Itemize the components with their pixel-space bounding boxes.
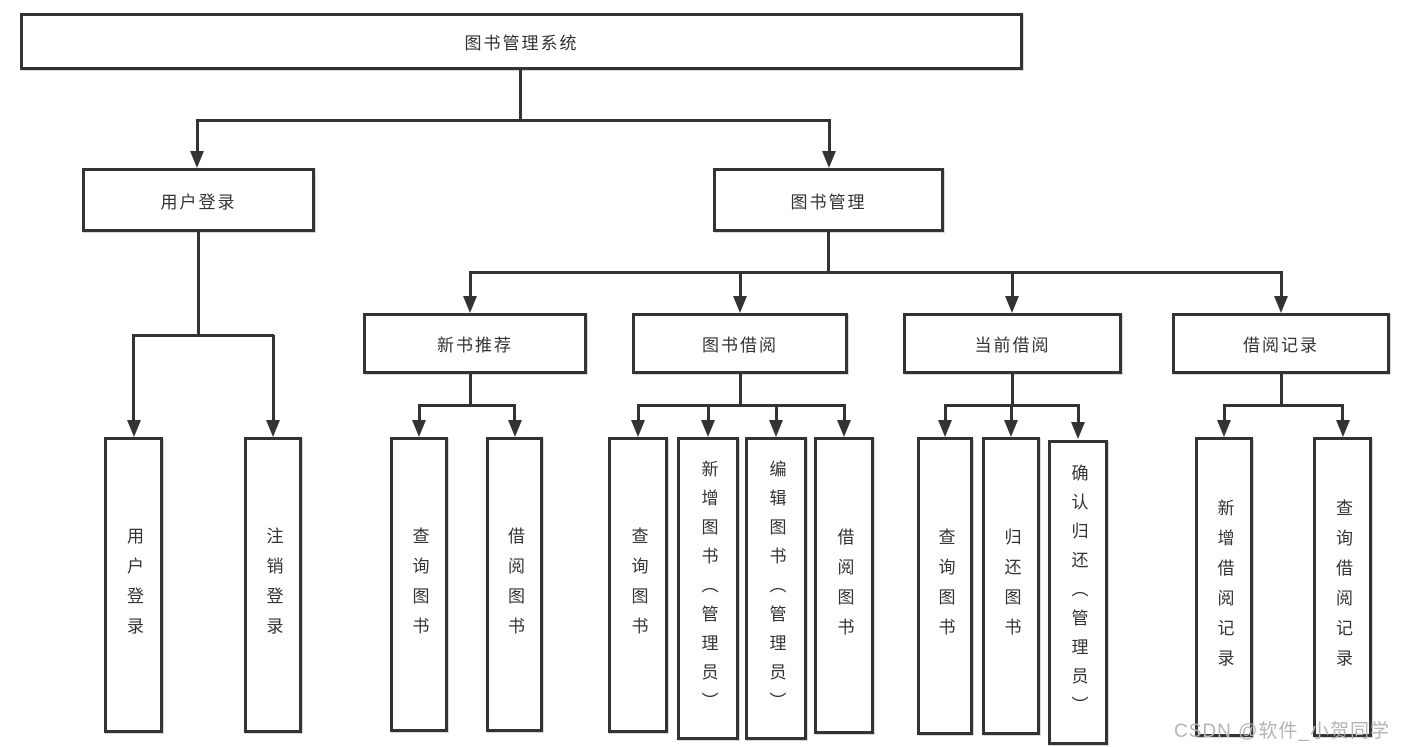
leaf-query-books: 查询图书 (390, 437, 448, 732)
connector-leaf-shaft (1222, 405, 1226, 423)
arrow-to-leaf (1004, 420, 1018, 437)
leaf-query-books: 查询图书 (608, 437, 668, 733)
node-library-system: 图书管理系统 (20, 13, 1023, 70)
connector-section-shaft (1279, 272, 1283, 298)
connector-leaf-shaft (417, 405, 421, 423)
node-user-login: 用户登录 (82, 168, 315, 232)
leaf-add-borrow-record: 新增借阅记录 (1195, 437, 1253, 737)
connector-section-stem (1010, 374, 1014, 407)
leaf-query-books: 查询图书 (917, 437, 973, 735)
connector-user-login-shaft (195, 120, 199, 153)
arrow-to-leaf (701, 420, 715, 437)
connector-root-stem (519, 70, 522, 121)
connector-section-shaft (738, 272, 742, 298)
arrow-to-leaf (507, 420, 522, 437)
connector-section-bar (636, 404, 846, 407)
arrow-to-leaf (1335, 420, 1350, 437)
leaf-return-books: 归还图书 (982, 437, 1040, 735)
connector-section-bar (417, 404, 516, 407)
leaf-confirm-return-admin: 确认归还（管理员） (1048, 440, 1108, 745)
node-new-book-recommend: 新书推荐 (363, 313, 587, 374)
connector-leaf-shaft (271, 335, 275, 422)
arrow-to-leaf (769, 420, 783, 437)
leaf-edit-books-admin: 编辑图书（管理员） (745, 437, 807, 740)
connector-leaf-shaft (513, 405, 516, 423)
node-book-management: 图书管理 (713, 168, 944, 232)
leaf-query-borrow-record: 查询借阅记录 (1313, 437, 1372, 737)
leaf-logout: 注销登录 (244, 437, 302, 733)
arrow-to-leaf (1071, 422, 1085, 439)
arrow-to-leaf (837, 420, 851, 437)
connector-book-management-stem (827, 232, 830, 274)
arrow-to-borrow-records (1274, 296, 1288, 313)
node-current-borrow: 当前借阅 (903, 313, 1122, 374)
connector-section-stem (468, 374, 472, 407)
connector-leaf-shaft (1076, 405, 1080, 423)
connector-user-login-stem (197, 232, 200, 337)
connector-section-shaft (1010, 272, 1014, 298)
arrow-to-leaf (631, 420, 645, 437)
connector-leaf-shaft (706, 405, 710, 423)
csdn-watermark: CSDN @软件_小贺同学 (1174, 721, 1390, 742)
connector-leaf-shaft (132, 335, 135, 422)
connector-section-shaft (468, 272, 472, 298)
connector-user-login-bar (132, 334, 274, 337)
arrow-to-leaf (938, 420, 952, 437)
arrow-to-leaf (1217, 420, 1231, 437)
arrow-to-book-management (822, 151, 836, 168)
connector-leaf-shaft (842, 405, 846, 423)
connector-section-bar (1222, 404, 1344, 407)
arrow-to-leaf (126, 420, 141, 437)
leaf-borrow-books: 借阅图书 (814, 437, 874, 734)
arrow-to-current-borrow (1005, 296, 1019, 313)
connector-section-stem (738, 374, 742, 407)
arrow-to-user-login (190, 151, 204, 168)
connector-leaf-shaft (1009, 405, 1013, 423)
connector-root-bar (196, 119, 831, 122)
arrow-to-leaf (266, 420, 280, 437)
connector-book-management-shaft (827, 120, 831, 153)
connector-leaf-shaft (774, 405, 778, 423)
connector-leaf-shaft (1341, 405, 1344, 423)
connector-leaf-shaft (636, 405, 640, 423)
connector-leaf-shaft (943, 405, 947, 423)
arrow-to-leaf (412, 420, 426, 437)
arrow-to-new-book-recommend (463, 296, 477, 313)
leaf-user-login: 用户登录 (104, 437, 163, 733)
arrow-to-book-borrow (733, 296, 747, 313)
leaf-borrow-books: 借阅图书 (486, 437, 543, 732)
node-borrow-records: 借阅记录 (1172, 313, 1390, 374)
connector-section-stem (1279, 374, 1283, 407)
node-book-borrow: 图书借阅 (632, 313, 848, 374)
leaf-add-books-admin: 新增图书（管理员） (677, 437, 739, 740)
connector-book-management-bar (468, 271, 1283, 274)
